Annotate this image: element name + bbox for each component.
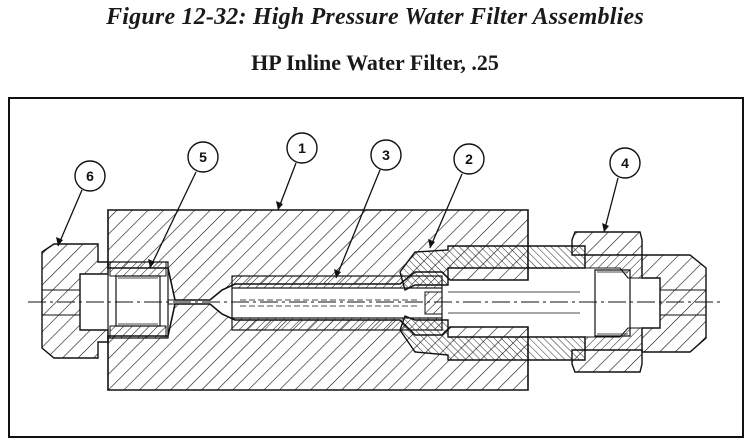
drawing-frame	[8, 97, 744, 438]
callout-6-label: 6	[86, 168, 94, 184]
callout-3-label: 3	[382, 147, 390, 163]
callout-1-label: 1	[298, 140, 306, 156]
callout-2-label: 2	[465, 151, 473, 167]
callout-4-label: 4	[621, 155, 629, 171]
callout-5-label: 5	[199, 149, 207, 165]
callout-4: 4	[609, 147, 641, 179]
leader-arrowheads	[56, 201, 609, 278]
filter-element-part-3	[231, 275, 443, 331]
callout-6: 6	[74, 160, 106, 192]
callout-1: 1	[286, 132, 318, 164]
gland-nut-part-4	[571, 231, 643, 373]
callout-3: 3	[370, 139, 402, 171]
callout-2: 2	[453, 143, 485, 175]
figure-subtitle: HP Inline Water Filter, .25	[251, 50, 499, 75]
leader-lines	[57, 162, 619, 279]
callout-5: 5	[187, 141, 219, 173]
adapter-part-2	[399, 245, 586, 361]
collar-part-5	[107, 261, 169, 339]
right-end-fitting	[641, 254, 707, 353]
left-end-fitting-part-6	[41, 243, 109, 359]
figure-title: Figure 12-32: High Pressure Water Filter…	[106, 4, 644, 30]
